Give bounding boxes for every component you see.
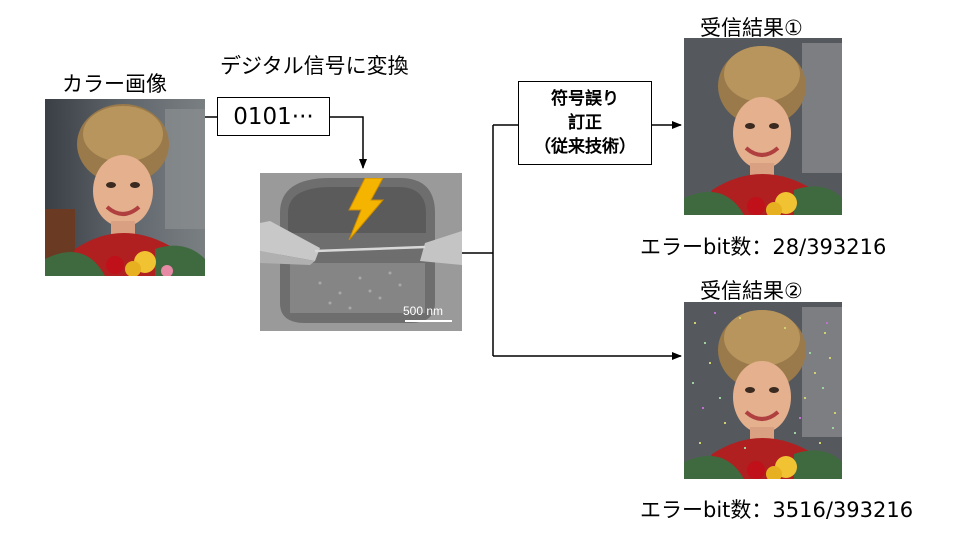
scale-bar-label: 500 nm bbox=[403, 304, 444, 318]
bits-box: 0101··· bbox=[217, 97, 330, 136]
result1-title: 受信結果① bbox=[700, 16, 803, 40]
result2-portrait-image-noisy bbox=[684, 302, 842, 482]
correction-line1: 符号誤り bbox=[551, 89, 619, 109]
sem-device-image: 500 nm bbox=[260, 173, 462, 331]
conversion-title: デジタル信号に変換 bbox=[220, 54, 409, 78]
correction-line3: （従来技術） bbox=[534, 137, 636, 157]
lightning-icon bbox=[343, 177, 385, 241]
result1-portrait-image bbox=[684, 38, 842, 218]
arrow-bits-to-device bbox=[330, 116, 367, 169]
result2-title: 受信結果② bbox=[700, 279, 803, 303]
correction-line2: 訂正 bbox=[568, 113, 602, 133]
bits-text: 0101··· bbox=[233, 103, 314, 130]
source-title: カラー画像 bbox=[62, 72, 167, 96]
result2-error-count: エラーbit数：3516/393216 bbox=[640, 498, 914, 522]
error-correction-box: 符号誤り 訂正 （従来技術） bbox=[518, 81, 652, 165]
source-portrait-image bbox=[45, 99, 205, 277]
result1-error-count: エラーbit数：28/393216 bbox=[640, 235, 887, 259]
